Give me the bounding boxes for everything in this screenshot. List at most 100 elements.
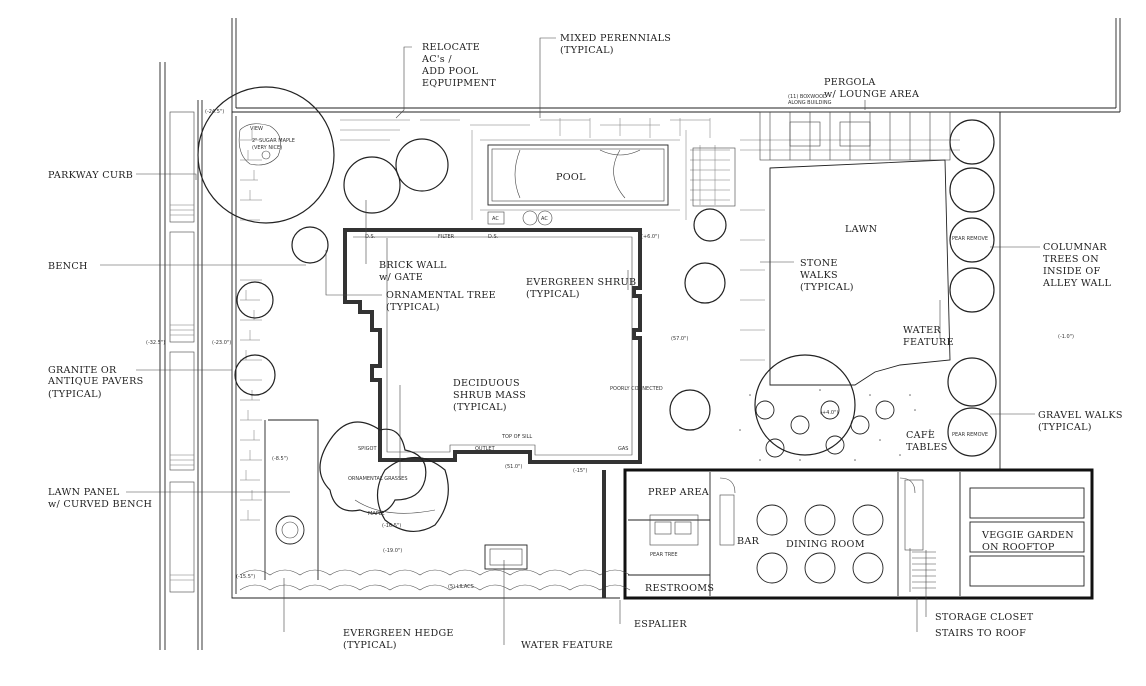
svg-text:AC: AC — [541, 216, 548, 222]
gravel-texture — [739, 389, 931, 461]
svg-text:(-23.0"): (-23.0") — [212, 340, 231, 346]
property-lines — [231, 18, 1121, 113]
svg-text:OUTLET: OUTLET — [475, 446, 496, 452]
deciduous-label-3: (TYPICAL) — [453, 402, 507, 413]
shade-tree-canopy — [754, 354, 856, 456]
svg-text:(+6.0"): (+6.0") — [641, 234, 659, 240]
relocate-label-2: AC's / — [421, 54, 452, 65]
svg-text:(57.0"): (57.0") — [671, 336, 688, 342]
svg-text:(-15"): (-15") — [573, 468, 587, 474]
svg-text:2" SUGAR MAPLE: 2" SUGAR MAPLE — [252, 138, 295, 144]
svg-text:ALONG BUILDING: ALONG BUILDING — [788, 100, 832, 106]
labels: PARKWAY CURB BENCH GRANITE OR ANTIQUE PA… — [47, 33, 1123, 651]
lawn-panel-label-1: LAWN PANEL — [48, 487, 120, 498]
svg-text:(11) BOXWOOD: (11) BOXWOOD — [788, 94, 827, 100]
relocate-label-3: ADD POOL — [421, 66, 479, 77]
stairs-label: STAIRS TO ROOF — [935, 628, 1026, 639]
stone-walks-label-2: WALKS — [800, 270, 838, 281]
relocate-label-4: EQPUIPMENT — [422, 78, 496, 89]
svg-text:(-15.5"): (-15.5") — [236, 574, 255, 580]
svg-text:(-24.5"): (-24.5") — [205, 109, 224, 115]
veggie-garden-label-2: ON ROOFTOP — [982, 542, 1055, 553]
lawn-area — [740, 139, 960, 386]
granite-label-3: (TYPICAL) — [48, 389, 102, 400]
restrooms-label: RESTROOMS — [645, 583, 714, 594]
svg-text:(51.0"): (51.0") — [505, 464, 522, 470]
sugar-maple — [197, 86, 335, 224]
water-feature-basin — [484, 544, 528, 570]
bench-label: BENCH — [48, 261, 88, 272]
water-feature-top-label-1: WATER — [903, 325, 941, 336]
svg-text:MAPLE: MAPLE — [368, 511, 385, 517]
brick-wall-label-2: w/ GATE — [379, 272, 423, 283]
storage-closet-label: STORAGE CLOSET — [935, 612, 1034, 623]
relocate-label-1: RELOCATE — [422, 42, 480, 53]
granite-label-1: GRANITE OR — [48, 365, 117, 376]
gravel-walks-label-1: GRAVEL WALKS — [1038, 410, 1123, 421]
svg-text:(-16.5"): (-16.5") — [382, 523, 401, 529]
ac-units: AC AC — [487, 210, 553, 226]
cafe-tables — [755, 400, 895, 458]
brick-wall-label-1: BRICK WALL — [379, 260, 447, 271]
paver-pattern — [240, 118, 711, 521]
columnar-label-3: INSIDE OF — [1043, 266, 1101, 277]
deciduous-label-1: DECIDUOUS — [453, 378, 520, 389]
lawn-label: LAWN — [845, 224, 877, 235]
restaurant-building — [623, 468, 1094, 600]
pool-equipment — [692, 147, 736, 207]
svg-text:PEAR REMOVE: PEAR REMOVE — [952, 236, 988, 242]
lawn-panel-label-2: w/ CURVED BENCH — [48, 499, 152, 510]
mixed-perennials-label-1: MIXED PERENNIALS — [560, 33, 671, 44]
ornamental-tree-label-2: (TYPICAL) — [386, 302, 440, 313]
svg-text:PEAR REMOVE: PEAR REMOVE — [952, 432, 988, 438]
svg-text:SPIGOT: SPIGOT — [358, 446, 377, 452]
water-feature-top-label-2: FEATURE — [903, 337, 954, 348]
evergreen-shrub-label-2: (TYPICAL) — [526, 289, 580, 300]
evergreen-hedge-label-1: EVERGREEN HEDGE — [343, 628, 454, 639]
pergola — [759, 111, 951, 161]
svg-text:(-1.0"): (-1.0") — [1058, 334, 1074, 340]
svg-text:D.S.: D.S. — [365, 234, 376, 240]
site-boundary — [231, 112, 1001, 599]
svg-text:AC: AC — [492, 216, 499, 222]
columnar-label-1: COLUMNAR — [1043, 242, 1107, 253]
svg-text:PEAR TREE: PEAR TREE — [650, 552, 678, 558]
ornamental-trees — [234, 138, 727, 431]
svg-text:(+4.0"): (+4.0") — [820, 410, 838, 416]
deciduous-label-2: SHRUB MASS — [453, 390, 526, 401]
svg-text:D.S.: D.S. — [488, 234, 499, 240]
bar-label: BAR — [737, 536, 760, 547]
svg-text:(5) LILACS: (5) LILACS — [448, 584, 474, 590]
gravel-walks-label-2: (TYPICAL) — [1038, 422, 1092, 433]
svg-text:(-8.5"): (-8.5") — [272, 456, 288, 462]
svg-text:FILTER: FILTER — [438, 234, 455, 240]
svg-text:(-19.0"): (-19.0") — [383, 548, 402, 554]
svg-text:(-32.5"): (-32.5") — [146, 340, 165, 346]
mixed-perennials-label-2: (TYPICAL) — [560, 45, 614, 56]
svg-text:TOP OF SILL: TOP OF SILL — [501, 434, 532, 440]
ornamental-tree-label-1: ORNAMENTAL TREE — [386, 290, 496, 301]
pergola-label-2: w/ LOUNGE AREA — [824, 89, 920, 100]
parkway-curb — [159, 62, 203, 650]
stone-walks-label-3: (TYPICAL) — [800, 282, 854, 293]
leader-lines — [100, 37, 1040, 645]
svg-text:POORLY CONNECTED: POORLY CONNECTED — [610, 386, 663, 392]
prep-area-label: PREP AREA — [648, 487, 710, 498]
svg-text:ORNAMENTAL GRASSES: ORNAMENTAL GRASSES — [348, 476, 408, 482]
pool-coping — [471, 130, 730, 220]
columnar-trees — [947, 119, 997, 457]
small-notes: (11) BOXWOOD ALONG BUILDING FILTER D.S. … — [146, 94, 1074, 590]
columnar-label-4: ALLEY WALL — [1042, 278, 1111, 289]
stone-walks-label-1: STONE — [800, 258, 838, 269]
evergreen-shrub-label-1: EVERGREEN SHRUB — [526, 277, 636, 288]
house-building — [343, 228, 642, 464]
dining-room-label: DINING ROOM — [786, 539, 865, 550]
granite-label-2: ANTIQUE PAVERS — [47, 376, 143, 387]
lawn-panel — [264, 419, 319, 580]
espalier-label: ESPALIER — [634, 619, 687, 630]
pool: POOL — [487, 144, 669, 206]
shrub-mass — [319, 421, 449, 532]
svg-text:VIEW: VIEW — [250, 126, 263, 132]
svg-text:GAS: GAS — [618, 446, 628, 452]
